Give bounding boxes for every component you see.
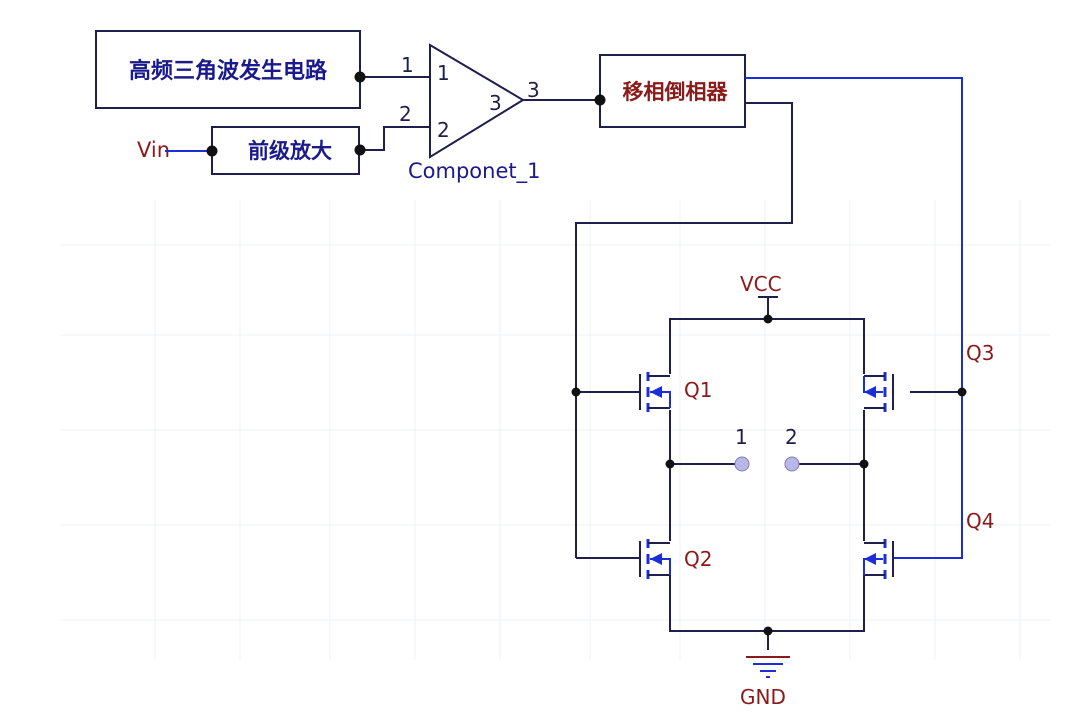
vin-label: Vin xyxy=(137,138,170,162)
gnd-label: GND xyxy=(740,685,786,709)
generator-block[interactable] xyxy=(95,30,361,109)
preamp-block[interactable] xyxy=(211,126,360,175)
net1-label: 1 xyxy=(401,53,414,77)
comparator-symbol[interactable] xyxy=(429,43,525,159)
mosfet-q2[interactable] xyxy=(639,539,671,579)
output-terminal-2-label: 2 xyxy=(785,425,798,449)
output-terminal-1-label: 1 xyxy=(735,425,748,449)
comparator-name: Componet_1 xyxy=(408,159,540,184)
q3-label: Q3 xyxy=(966,341,994,365)
h-bridge-wires xyxy=(576,298,865,650)
q1-label: Q1 xyxy=(684,378,712,402)
output-terminal-2[interactable] xyxy=(784,456,800,472)
net3-label: 3 xyxy=(527,78,540,102)
generator-label: 高频三角波发生电路 xyxy=(129,58,328,84)
vcc-label: VCC xyxy=(740,272,782,296)
comparator-pin2-label: 2 xyxy=(437,118,450,142)
comparator-pin1-label: 1 xyxy=(437,61,450,85)
q3-q4-gate-wire xyxy=(745,77,963,559)
mosfet-q3[interactable] xyxy=(863,372,894,412)
q2-label: Q2 xyxy=(684,547,712,571)
mosfet-q1[interactable] xyxy=(639,372,671,412)
phase-inverter-block[interactable] xyxy=(599,54,746,128)
net2-label: 2 xyxy=(399,102,412,126)
junction-dots xyxy=(206,71,967,636)
background-grid xyxy=(60,200,1050,660)
output-terminal-1[interactable] xyxy=(734,456,750,472)
top-wires xyxy=(360,76,793,558)
phase-inverter-label: 移相倒相器 xyxy=(623,80,729,104)
mosfet-q4[interactable] xyxy=(863,539,894,579)
gnd-symbol xyxy=(746,656,790,678)
preamp-label: 前级放大 xyxy=(248,139,332,163)
q4-label: Q4 xyxy=(966,509,994,533)
comparator-pin3-label: 3 xyxy=(489,91,502,115)
